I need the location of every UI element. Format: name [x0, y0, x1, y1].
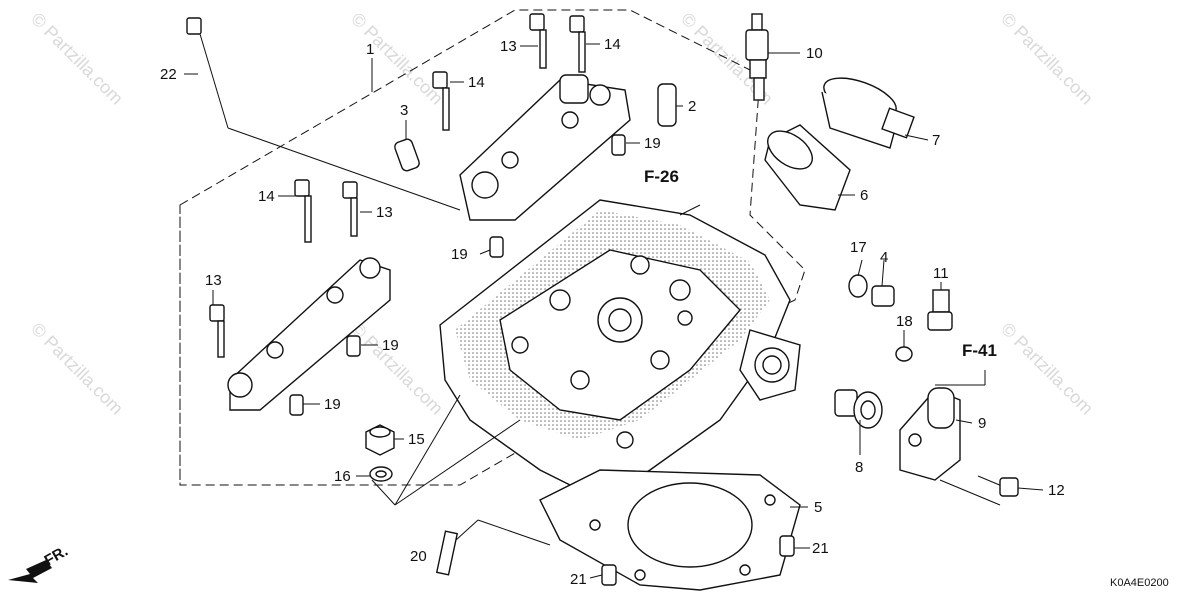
callout-19: 19 — [324, 396, 341, 413]
bolt-14-mid — [432, 71, 450, 131]
callout-1: 1 — [366, 41, 374, 58]
watermark: © Partzilla.com — [347, 9, 447, 109]
callout-6: 6 — [860, 187, 868, 204]
callout-13: 13 — [500, 38, 517, 55]
part-2 — [657, 83, 677, 127]
bolt-22 — [186, 17, 229, 129]
callout-9: 9 — [978, 415, 986, 432]
watermark: © Partzilla.com — [997, 9, 1097, 109]
callout-19: 19 — [451, 246, 468, 263]
watermark: © Partzilla.com — [27, 9, 127, 109]
part-4 — [871, 285, 895, 307]
thermostat — [834, 389, 883, 429]
dowel-19 — [289, 394, 304, 416]
insulator — [764, 124, 851, 211]
bolt-14-top — [569, 15, 586, 73]
callout-10: 10 — [806, 45, 823, 62]
callout-16: 16 — [334, 468, 351, 485]
bolt-14-left — [294, 179, 312, 243]
nut-15 — [365, 424, 395, 456]
callout-11: 11 — [933, 265, 949, 282]
callout-13: 13 — [205, 272, 222, 289]
section-ref-f26: F-26 — [644, 167, 679, 186]
assembly-boundary — [179, 9, 806, 486]
callout-3: 3 — [400, 102, 408, 119]
callout-5: 5 — [814, 499, 822, 516]
camshaft-holder-lower — [227, 257, 391, 411]
stud-20 — [435, 530, 459, 576]
dowel-19 — [346, 335, 361, 357]
callout-15: 15 — [408, 431, 425, 448]
callout-14: 14 — [258, 188, 275, 205]
callout-18: 18 — [896, 313, 913, 330]
spark-plug — [745, 13, 769, 101]
sensor-11 — [927, 289, 953, 331]
watermark: © Partzilla.com — [997, 319, 1097, 419]
callout-17: 17 — [850, 239, 867, 256]
cylinder-head — [439, 199, 801, 501]
callout-7: 7 — [932, 132, 940, 149]
front-arrow: FR. — [8, 543, 71, 583]
callout-8: 8 — [855, 459, 863, 476]
callout-14: 14 — [604, 36, 621, 53]
dowel-21 — [601, 564, 617, 586]
callout-19: 19 — [644, 135, 661, 152]
washer-17 — [848, 274, 868, 298]
bolt-12 — [977, 475, 1019, 497]
washer-18 — [895, 346, 913, 362]
part-3 — [394, 138, 420, 172]
callout-19: 19 — [382, 337, 399, 354]
watermark: © Partzilla.com — [347, 319, 447, 419]
bolt-13-top — [529, 13, 547, 69]
callout-12: 12 — [1048, 482, 1065, 499]
washer-16 — [369, 466, 393, 482]
callout-21: 21 — [812, 540, 829, 557]
bolt-13-left — [342, 181, 358, 237]
callout-14: 14 — [468, 74, 485, 91]
callout-4: 4 — [880, 249, 888, 266]
camshaft-holder-upper — [459, 74, 631, 221]
callout-13: 13 — [376, 204, 393, 221]
bolt-13-lower — [209, 304, 225, 358]
callout-labels: 22 1 13 14 14 3 2 19 19 14 13 13 19 19 1… — [160, 36, 1065, 588]
insulator-band — [821, 77, 915, 149]
callout-22: 22 — [160, 66, 177, 83]
watermark: © Partzilla.com — [27, 319, 127, 419]
diagram-code: K0A4E0200 — [1110, 577, 1169, 589]
dowel-19 — [611, 134, 626, 156]
callout-2: 2 — [688, 98, 696, 115]
thermostat-cover — [899, 387, 961, 481]
callout-21: 21 — [570, 571, 587, 588]
callout-20: 20 — [410, 548, 427, 565]
dowel-21 — [779, 535, 795, 557]
head-gasket — [539, 469, 801, 591]
dowel-19 — [489, 236, 504, 258]
section-ref-f41: F-41 — [962, 341, 997, 360]
leader-lines — [184, 43, 1044, 579]
